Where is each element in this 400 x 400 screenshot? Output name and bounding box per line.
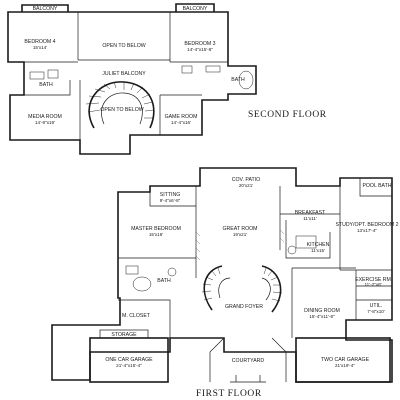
game-room-dim: 14'-4"x16' [171,120,191,125]
kitchen-counters [285,220,331,259]
bath-left-vanity [47,69,59,79]
curved-stair-inner [101,92,143,125]
great-room-dim: 19'x21' [233,232,247,237]
bath-right-tub [238,70,254,90]
structural-hatching [195,229,285,261]
master-toilet [167,267,177,277]
study-label: STUDY/OPT. BEDROOM 2 [335,222,398,228]
sitting-south-wall [149,192,196,207]
courtyard-label: COURTYARD [232,358,265,364]
storage-label: STORAGE [111,332,137,338]
media-room-dim: 14'-8"x19' [35,120,55,125]
pool-bath-label: POOL BATH [362,183,391,189]
bath-1f-label: BATH [157,278,171,284]
dining-room-dim: 15'-4"x11'-8" [309,314,335,319]
game-room-label: GAME ROOM [165,114,198,120]
open-to-below-top-label: OPEN TO BELOW [102,43,145,49]
one-car-garage-label: ONE CAR GARAGE [105,357,153,363]
exercise-bath-util-walls [355,270,392,320]
great-room-label: GREAT ROOM [223,226,258,232]
foyer-stair-left-outer [203,265,223,311]
kitchen-dim: 11'x15' [311,248,325,253]
second-floor-plan: BALCONY BALCONY BEDROOM 4 15'x14' OPEN T… [7,3,327,155]
first-floor-plan: COV. PATIO 20'x21' SITTING 9'-4"x6'-8" B… [51,167,399,399]
curved-stair-treads [85,81,155,119]
grand-foyer-label: GRAND FOYER [225,304,263,310]
dining-room-walls [291,267,356,338]
open-to-below-stair-label: OPEN TO BELOW [100,107,143,113]
study-dim: 13'x17'-4" [357,228,377,233]
breakfast-label: BREAKFAST [295,210,326,216]
sitting-dim: 9'-4"x6'-8" [160,198,181,203]
two-car-garage-dim: 21'x19'-4" [335,363,355,368]
breakfast-table [287,245,297,255]
bath-left-tub [29,71,45,80]
utility-label: UTIL. [370,303,383,309]
m-closet-label: M. CLOSET [122,313,151,319]
second-floor-title: SECOND FLOOR [248,110,327,120]
balcony-right-label: BALCONY [183,6,208,12]
cov-patio-dim: 20'x21' [239,183,253,188]
kitchen-label: KITCHEN [307,242,330,248]
one-car-garage-dim: 21'-4"x15'-4" [116,363,142,368]
balcony-left-label: BALCONY [33,6,58,12]
juliet-balcony-label: JULIET BALCONY [102,71,146,77]
bedroom3-dim: 14'-4"x15'-8" [187,47,213,52]
cov-patio-label: COV. PATIO [232,177,260,183]
bedroom3-label: BEDROOM 3 [184,41,215,47]
curved-stair-outer [88,81,155,129]
master-vanity [125,265,139,275]
foyer-stair-inner [218,277,271,301]
master-tub [132,276,152,292]
foyer-stair-right-outer [261,265,282,313]
closet-shelf [181,65,193,74]
master-bedroom-dim: 15'x16' [149,232,163,237]
breakfast-dim: 11'x11' [303,216,317,221]
media-room-north-wall [24,80,71,96]
foyer-stair-treads [201,267,283,302]
balcony-left-outline [21,4,69,12]
exercise-rm-label: EXERCISE RM [355,277,391,283]
bedroom4-label: BEDROOM 4 [24,39,55,45]
utility-dim: 7'-8"x10' [367,309,385,314]
entry-door [230,375,266,383]
dining-room-label: DINING ROOM [304,308,340,314]
bath-right-vanity [205,65,221,73]
bath-2f-right-label: BATH [231,77,245,83]
master-bedroom-label: MASTER BEDROOM [131,226,181,232]
two-car-garage-label: TWO CAR GARAGE [321,357,370,363]
pool-bath-walls [359,178,392,197]
media-room-label: MEDIA ROOM [28,114,62,120]
sitting-label: SITTING [160,192,180,198]
two-car-garage-outline [295,337,391,383]
storage-outline [99,329,149,339]
first-floor-title: FIRST FLOOR [196,389,262,399]
kitchen-island [295,235,317,249]
balcony-right-outline [175,3,215,12]
courtyard-walls [209,337,287,382]
closet-walls [118,299,171,338]
bedroom4-dim: 15'x14' [33,45,47,50]
bath-2f-left-label: BATH [39,82,53,88]
exercise-rm-dim: 11'-2"x8' [364,282,381,287]
